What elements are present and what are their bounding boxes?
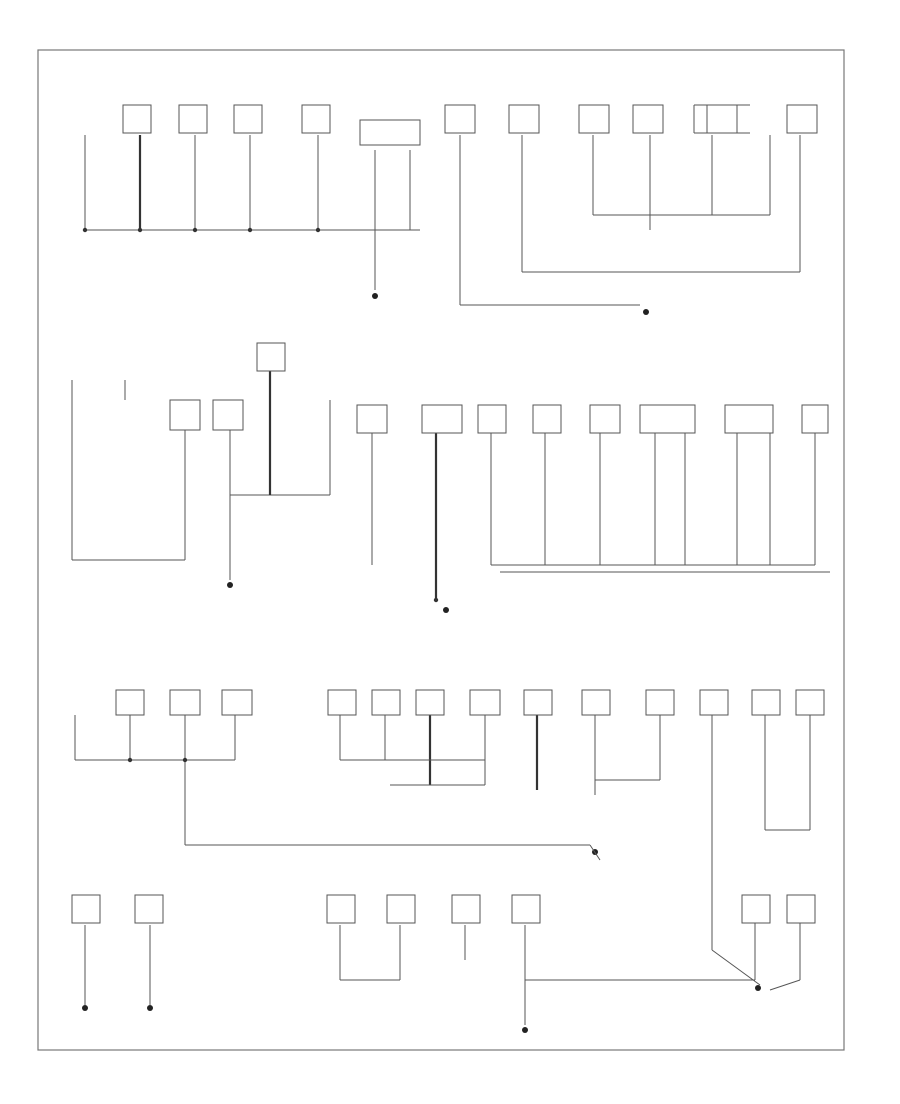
component-box: [371, 689, 401, 716]
component-box: [801, 404, 829, 434]
component-box: [632, 104, 664, 134]
wires-layer: [71, 104, 830, 1033]
splice-dot: [182, 757, 188, 763]
wire-segment: [711, 949, 761, 986]
component-box: [751, 689, 781, 716]
component-box: [451, 894, 481, 924]
diagram-border: [37, 49, 845, 1051]
component-box: [115, 689, 145, 716]
component-box: [134, 894, 164, 924]
component-box: [741, 894, 771, 924]
component-box: [699, 689, 729, 716]
component-box: [578, 104, 610, 134]
wire-segment: [589, 844, 601, 861]
splice-dot: [137, 227, 143, 233]
component-box: [256, 342, 286, 372]
component-box: [356, 404, 388, 434]
ground-point: [82, 1005, 88, 1011]
component-box: [71, 894, 101, 924]
component-box: [169, 689, 201, 716]
component-box: [477, 404, 507, 434]
wire-segment: [769, 979, 801, 991]
splice-dot: [82, 227, 88, 233]
splice-dot: [433, 597, 439, 603]
component-box: [444, 104, 476, 134]
component-box: [326, 894, 356, 924]
component-box: [523, 689, 553, 716]
ground-point: [643, 309, 649, 315]
component-box: [169, 399, 201, 431]
component-box: [532, 404, 562, 434]
component-box: [359, 119, 421, 146]
component-box: [301, 104, 331, 134]
splice-dot: [247, 227, 253, 233]
component-box: [589, 404, 621, 434]
ground-point: [755, 985, 761, 991]
component-box: [508, 104, 540, 134]
ground-point: [443, 607, 449, 613]
ground-point: [522, 1027, 528, 1033]
component-box: [122, 104, 152, 134]
component-box: [645, 689, 675, 716]
component-box: [421, 404, 463, 434]
component-box: [415, 689, 445, 716]
ground-point: [147, 1005, 153, 1011]
component-box: [469, 689, 501, 716]
component-box: [212, 399, 244, 431]
component-box: [511, 894, 541, 924]
component-box: [386, 894, 416, 924]
ground-point: [227, 582, 233, 588]
splice-dot: [127, 757, 133, 763]
component-box: [786, 894, 816, 924]
components-layer: [71, 104, 829, 924]
component-box: [639, 404, 696, 434]
component-box: [233, 104, 263, 134]
component-box: [581, 689, 611, 716]
component-box: [327, 689, 357, 716]
ground-point: [372, 293, 378, 299]
component-box: [786, 104, 818, 134]
component-box: [795, 689, 825, 716]
component-box: [221, 689, 253, 716]
component-box: [178, 104, 208, 134]
splice-dot: [315, 227, 321, 233]
splice-dot: [192, 227, 198, 233]
component-box: [706, 104, 738, 134]
component-box: [724, 404, 774, 434]
